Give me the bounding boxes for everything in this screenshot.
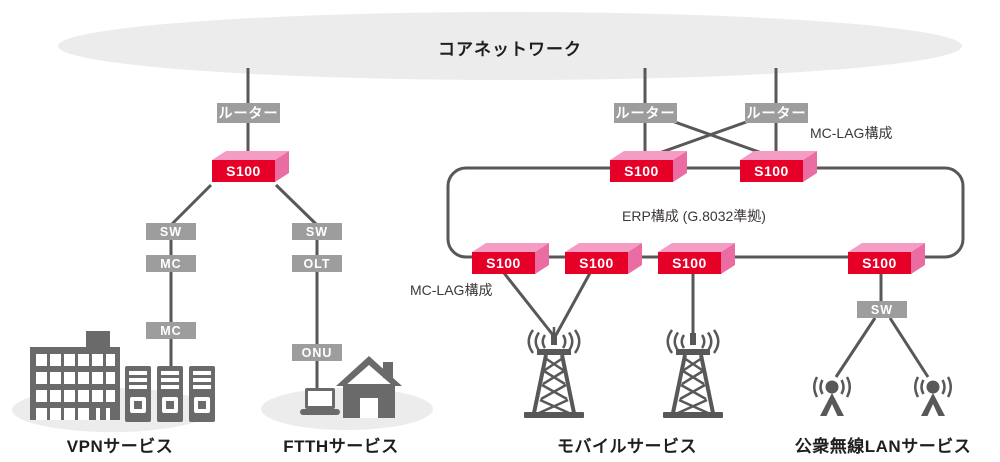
office-building-icon: [30, 331, 120, 420]
wifi-antenna-icon: [914, 376, 952, 416]
s100-switch: S100: [610, 150, 688, 183]
core-network-ellipse: [58, 12, 962, 80]
s100-switch: S100: [848, 242, 926, 275]
cell-tower-icon: [524, 327, 584, 418]
core-network-label: コアネットワーク: [438, 40, 582, 59]
sw-box: SW: [857, 301, 907, 318]
house-icon: [336, 356, 402, 418]
s100-label: S100: [754, 163, 789, 179]
s100-switch: S100: [740, 150, 818, 183]
mobile-service-label: モバイルサービス: [557, 437, 697, 456]
router-box: ルーター: [745, 103, 808, 123]
olt-box: OLT: [292, 255, 342, 272]
s100-label: S100: [672, 255, 707, 271]
s100-switch: S100: [212, 150, 290, 183]
s100-label: S100: [486, 255, 521, 271]
onu-box: ONU: [292, 344, 342, 361]
mc-box: MC: [146, 322, 196, 339]
router-box: ルーター: [614, 103, 677, 123]
ftth-service-label: FTTHサービス: [283, 437, 399, 456]
s100-label: S100: [579, 255, 614, 271]
sw-box: SW: [292, 223, 342, 240]
laptop-icon: [300, 388, 340, 415]
wlan-service-label: 公衆無線LANサービス: [794, 437, 972, 456]
s100-label: S100: [624, 163, 659, 179]
s100-switch: S100: [472, 242, 550, 275]
mclag-annotation-top: MC-LAG構成: [810, 125, 893, 141]
cell-tower-icon: [663, 327, 723, 418]
s100-box-shape: [212, 151, 289, 182]
s100-switch: S100: [658, 242, 736, 275]
sw-box: SW: [146, 223, 196, 240]
s100-label: S100: [226, 163, 261, 179]
s100-label: S100: [862, 255, 897, 271]
s100-switch: S100: [565, 242, 643, 275]
wifi-antenna-icon: [813, 376, 851, 416]
server-racks-icon: [125, 366, 215, 422]
vpn-service-label: VPNサービス: [66, 437, 174, 456]
mc-box: MC: [146, 255, 196, 272]
erp-annotation: ERP構成 (G.8032準拠): [622, 208, 766, 224]
mclag-annotation-bottom: MC-LAG構成: [410, 282, 493, 298]
router-box: ルーター: [217, 103, 280, 123]
